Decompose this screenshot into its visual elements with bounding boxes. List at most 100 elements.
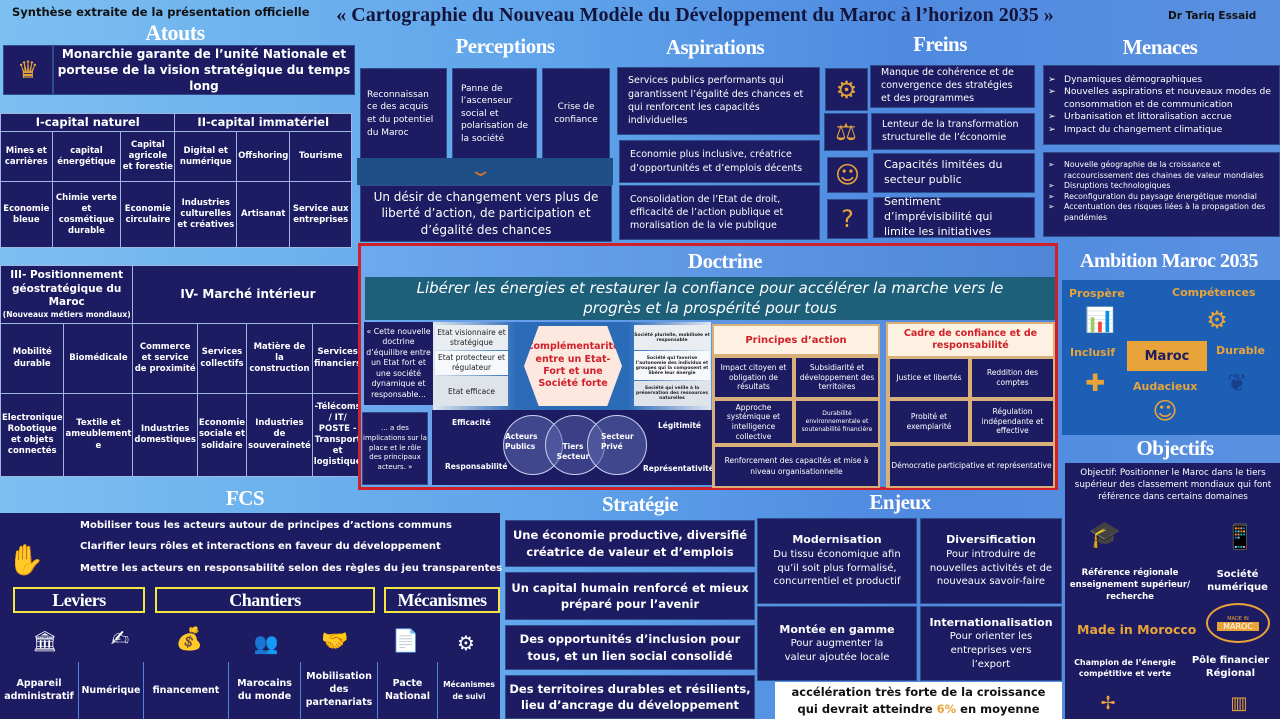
perception-item: Panne de l’ascenseur social et polarisat… — [452, 68, 537, 160]
menaces-box-1: Dynamiques démographiquesNouvelles aspir… — [1043, 65, 1280, 145]
menace-item: Disruptions technologiques — [1048, 181, 1275, 192]
atouts-title: Atouts — [145, 20, 205, 45]
doctrine-banner: Libérer les énergies et restaurer la con… — [365, 277, 1055, 320]
etat-item: Etat visionnaire et stratégique — [435, 325, 508, 350]
objectif-item: Made in Morocco — [1077, 622, 1197, 637]
perception-item: Reconnaissan ce des acquis et du potenti… — [360, 68, 447, 160]
cadre-item: Démocratie participative et représentati… — [890, 446, 1053, 486]
menace-item: Nouvelle géographie de la croissance et … — [1048, 160, 1275, 181]
menace-item: Reconfiguration du paysage énergétique m… — [1048, 192, 1275, 203]
aspirations-title: Aspirations — [665, 35, 765, 59]
cadre-item: Reddition des comptes — [972, 359, 1053, 397]
handshake-icon: 🤝 — [321, 628, 349, 654]
societe-item: Société plurielle, mobilisée et responsa… — [634, 325, 710, 350]
principe-item: Renforcement des capacités et mise à niv… — [715, 447, 878, 486]
table-header: I-capital naturel — [0, 113, 176, 132]
frein-item: Capacités limitées du secteur public — [873, 153, 1035, 193]
cell: Digital et numérique — [174, 130, 238, 183]
societe-item: Société qui favorise l’autonomie des ind… — [634, 351, 710, 380]
menace-item: Urbanisation et littoralisation accrue — [1048, 111, 1275, 124]
buildings-icon: ▥ — [1230, 692, 1248, 714]
monarchie-box: ♛ Monarchie garante de l’unité Nationale… — [3, 45, 355, 95]
doctrine-title: Doctrine — [687, 249, 763, 273]
fcs-panel — [0, 513, 500, 719]
enjeu-desc: Pour augmenter la valeur ajoutée locale — [784, 638, 890, 664]
enjeu-heading: Internationalisation — [929, 615, 1053, 629]
strategy-network-icon: ⚙ — [825, 68, 868, 111]
cell: Services financiers — [311, 323, 364, 394]
atouts-table-2: III- Positionnement géostratégique du Ma… — [0, 265, 364, 477]
principe-item: Approche systémique et intelligence coll… — [715, 401, 792, 443]
gear-people-icon: ⚙ — [1206, 306, 1228, 334]
complementarite-hexagon: Complémentarité entre un Etat-Fort et un… — [524, 326, 622, 406]
ambition-prospere: Prospère — [1069, 287, 1125, 300]
enjeux-title: Enjeux — [869, 490, 931, 514]
cell: Service aux entreprises — [289, 181, 352, 248]
monitor-gear-icon: ⚙ — [457, 631, 475, 655]
cell: Mobilité durable — [0, 323, 65, 394]
growth-line-2: qui devrait atteindre 6% en moyenne — [797, 701, 1039, 717]
badge-text: MAROC — [1217, 621, 1259, 631]
chevron-banner: ⌄ — [357, 158, 613, 185]
question-arrows-icon: ? — [827, 199, 868, 239]
hands-circle-icon: ✋ — [7, 542, 45, 578]
cell: Artisanat — [236, 181, 291, 248]
objectif-item: Champion de l’énergie compétitive et ver… — [1074, 658, 1176, 678]
fcs-item: Numérique — [79, 662, 144, 719]
fcs-title: FCS — [225, 486, 265, 510]
cell: Textile et ameublement e — [63, 393, 134, 477]
crown-icon: ♛ — [4, 46, 54, 94]
etat-item: Etat protecteur et régulateur — [435, 351, 508, 375]
objectifs-intro: Objectif: Positionner le Maroc dans le t… — [1074, 468, 1272, 502]
cell: Economie bleue — [0, 181, 53, 248]
leviers-label: Leviers — [13, 587, 145, 613]
strategie-item: Un capital humain renforcé et mieux prép… — [505, 572, 755, 620]
tablet-sign-icon: ✍ — [110, 627, 130, 652]
growth-text: qui devrait atteindre — [797, 701, 937, 716]
fcs-item: Mécanismes de suivi — [443, 680, 495, 701]
cell: Offshoring — [236, 130, 291, 183]
author: Dr Tariq Essaid — [1168, 10, 1257, 22]
monarchie-text: Monarchie garante de l’unité Nationale e… — [57, 46, 351, 94]
chevron-down-icon: ⌄ — [468, 160, 493, 181]
menace-item: Impact du changement climatique — [1048, 124, 1275, 137]
cell: Services collectifs — [196, 323, 248, 394]
menace-item: Accentuation des risques liées à la prop… — [1048, 202, 1275, 223]
value-label: Représentativité — [643, 464, 714, 473]
page-title: « Cartographie du Nouveau Modèle du Déve… — [336, 4, 1054, 26]
aspiration-item: Services publics performants qui garanti… — [617, 67, 820, 135]
principe-item: Subsidiarité et développement des territ… — [796, 358, 878, 397]
perception-item: Crise de confiance — [542, 68, 610, 160]
fcs-item: financement — [144, 662, 229, 719]
menace-item: Nouvelles aspirations et nouveaux modes … — [1048, 86, 1275, 111]
objectifs-panel — [1065, 463, 1280, 719]
cell: Industries culturelles et créatives — [174, 181, 238, 248]
fcs-item: Mobilisation des partenariats — [301, 662, 378, 719]
badge-top: MADE IN — [1227, 615, 1249, 622]
cell: Tourisme — [289, 130, 352, 183]
chart-icon: 📊 — [1085, 306, 1115, 334]
objectifs-title: Objectifs — [1136, 436, 1214, 460]
strategie-item: Des territoires durables et résilients, … — [505, 675, 755, 719]
table-header: III- Positionnement géostratégique du Ma… — [0, 265, 134, 324]
wind-turbine-icon: ✢ — [1100, 692, 1116, 714]
cell: -Télécoms / IT/ POSTE -Transport et logi… — [311, 393, 364, 477]
etat-item: Etat efficace — [435, 376, 508, 406]
cell: Matière de la construction — [246, 323, 313, 394]
people-group-icon: 👥 — [253, 631, 279, 655]
cell: capital énergétique — [51, 130, 122, 183]
growth-percent: 6% — [936, 701, 957, 716]
actor-circle-prive — [587, 415, 647, 475]
fcs-item: Appareil administratif — [0, 662, 79, 719]
fcs-item: Pacte National — [378, 662, 438, 719]
strategie-item: Des opportunités d’inclusion pour tous, … — [505, 625, 755, 670]
frein-item: Lenteur de la transformation structurell… — [871, 113, 1035, 150]
cell: Industries de souveraineté — [246, 393, 313, 477]
fcs-line: Clarifier leurs rôles et interactions en… — [80, 541, 441, 552]
frein-item: Manque de cohérence et de convergence de… — [870, 65, 1035, 108]
cell: Commerce et service de proximité — [132, 323, 198, 394]
objectif-item: Société numérique — [1207, 569, 1268, 593]
